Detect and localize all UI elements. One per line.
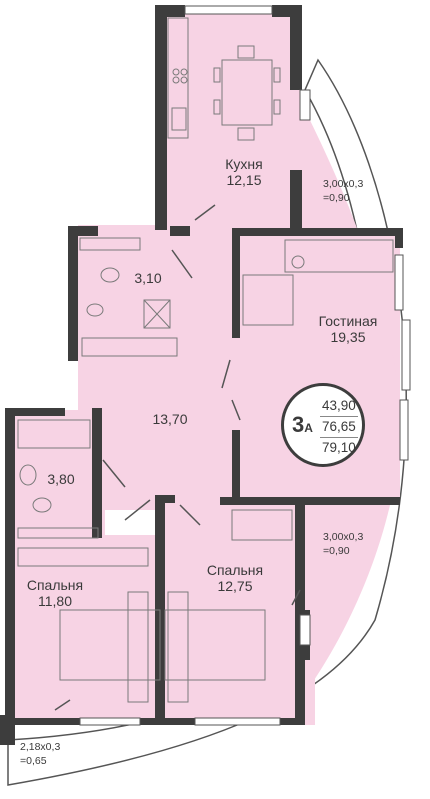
bathroom1-area: 3,10 xyxy=(134,270,162,286)
apartment-type: 3А xyxy=(292,412,313,438)
balcony-top-dims: 3,00х0,3 xyxy=(323,178,364,190)
bedroom1-name: Спальня xyxy=(26,577,84,593)
bathroom2-label: 3,80 xyxy=(38,471,84,487)
living-area: 19,35 xyxy=(330,329,366,346)
total-area: 76,65 xyxy=(320,417,358,438)
bedroom-furniture xyxy=(17,509,293,703)
living-label: Гостиная 19,35 xyxy=(303,313,393,345)
apartment-type-number: 3 xyxy=(292,412,305,437)
balcony-top-area: =0,90 xyxy=(323,191,350,204)
windows xyxy=(79,5,411,726)
bedroom2-name: Спальня xyxy=(206,562,264,578)
kitchen-name: Кухня xyxy=(225,156,263,172)
hall-label: 13,70 xyxy=(140,411,200,427)
living-area-total: 43,90 xyxy=(320,396,358,417)
apartment-badge: 3А 43,90 76,65 79,10 xyxy=(281,383,365,467)
doors xyxy=(54,204,301,711)
bathroom2-area: 3,80 xyxy=(47,471,75,487)
total-area-with-balcony: 79,10 xyxy=(322,440,356,455)
apartment-areas: 43,90 76,65 79,10 xyxy=(320,396,358,458)
bedroom1-area: 11,80 xyxy=(38,593,72,610)
balcony-mid-dims: 3,00х0,3 xyxy=(323,531,364,543)
bathroom1-label: 3,10 xyxy=(128,270,168,286)
hall-area: 13,70 xyxy=(152,411,188,427)
living-furniture xyxy=(242,239,394,326)
balcony-mid-area: =0,90 xyxy=(323,544,350,557)
living-name: Гостиная xyxy=(318,313,378,329)
bathroom2-furniture xyxy=(17,419,99,539)
balcony-mid-label: 3,00х0,3 =0,90 xyxy=(323,531,363,558)
kitchen-furniture xyxy=(167,17,281,141)
apartment-type-suffix: А xyxy=(304,421,313,435)
bedroom2-label: Спальня 12,75 xyxy=(200,562,270,594)
kitchen-area: 12,15 xyxy=(226,172,262,189)
balcony-top-label: 3,00х0,3 =0,90 xyxy=(323,178,363,205)
bathroom-furniture xyxy=(79,237,178,357)
bedroom1-label: Спальня 11,80 xyxy=(20,577,90,609)
kitchen-label: Кухня 12,15 xyxy=(205,156,283,188)
balcony-bottom-dims: 2,18х0,3 xyxy=(20,741,61,753)
bedroom2-area: 12,75 xyxy=(217,578,253,595)
balcony-bottom-label: 2,18х0,3 =0,65 xyxy=(20,741,60,768)
balcony-bottom-area: =0,65 xyxy=(20,754,47,767)
